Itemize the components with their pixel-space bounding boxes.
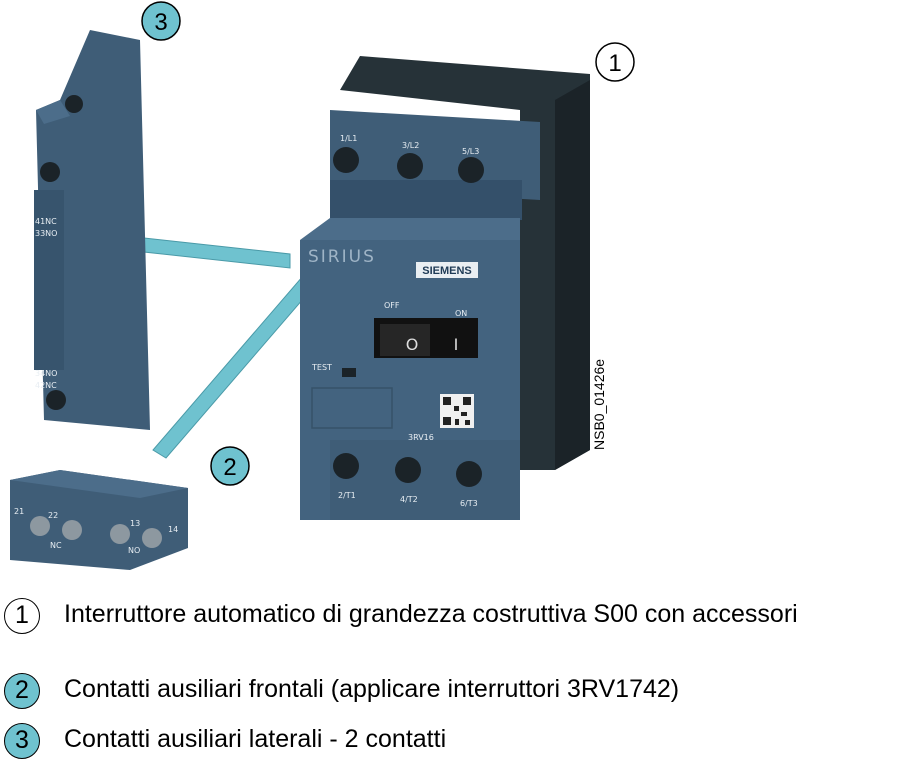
front-group-nc: NC: [50, 541, 62, 550]
on-label: ON: [455, 309, 467, 318]
brand-plate: [416, 262, 478, 278]
side-label-bottom-1: 34NO: [35, 369, 57, 378]
legend-item-1: 1 Interruttore automatico di grandezza c…: [0, 596, 915, 640]
test-button[interactable]: [342, 368, 356, 377]
svg-text:1: 1: [608, 50, 621, 77]
model-label: 3RV16: [408, 433, 434, 442]
legend-text-1: Interruttore automatico di grandezza cos…: [64, 600, 798, 628]
legend-badge-1: 1: [4, 598, 40, 634]
bottom-terminal-1: 2/T1: [338, 491, 356, 500]
top-terminal-1: 1/L1: [340, 134, 357, 143]
bottom-terminal-3: 6/T3: [460, 499, 478, 508]
bottom-terminal-2: 4/T2: [400, 495, 418, 504]
figure-code: NSB0_01426e: [591, 359, 607, 450]
legend-badge-3: 3: [4, 723, 40, 759]
callout-3: 3: [141, 1, 181, 41]
front-auxiliary-contact: 21 22 13 14 NC NO: [10, 470, 188, 570]
legend-text-2: Contatti ausiliari frontali (applicare i…: [64, 675, 680, 703]
callout-1: 1: [595, 42, 635, 82]
side-label-bottom-2: 42NC: [35, 381, 57, 390]
front-terminal-22: 22: [48, 511, 58, 520]
rocker-switch[interactable]: O I: [374, 318, 478, 358]
svg-text:2: 2: [223, 454, 236, 481]
legend-badge-2: 2: [4, 673, 40, 709]
legend-item-3: 3 Contatti ausiliari laterali - 2 contat…: [0, 721, 915, 765]
side-auxiliary-contact: 41NC 33NO 34NO 42NC: [34, 30, 150, 430]
front-terminal-screws: [30, 516, 162, 548]
series-label: SIRIUS: [308, 247, 376, 267]
front-terminal-13: 13: [130, 519, 140, 528]
legend-text-3: Contatti ausiliari laterali - 2 contatti: [64, 725, 447, 753]
top-terminal-screws: [333, 147, 484, 183]
front-terminal-21: 21: [14, 507, 24, 516]
side-connector-bar: [143, 237, 291, 269]
brand-logo: SIEMENS: [422, 265, 472, 277]
circuit-breaker: 1/L1 3/L2 5/L3 SIRIUS SIEMENS OFF ON O I…: [300, 56, 590, 520]
top-terminal-3: 5/L3: [462, 147, 479, 156]
front-terminal-14: 14: [168, 525, 178, 534]
test-label: TEST: [311, 363, 332, 372]
qr-code: [440, 394, 474, 428]
legend-item-2: 2 Contatti ausiliari frontali (applicare…: [0, 671, 915, 715]
off-symbol: O: [406, 335, 419, 354]
front-group-no: NO: [128, 546, 140, 555]
label-area: [311, 387, 393, 429]
product-illustration: 1/L1 3/L2 5/L3 SIRIUS SIEMENS OFF ON O I…: [10, 1, 635, 570]
on-symbol: I: [454, 335, 459, 354]
bottom-terminal-screws: [333, 453, 482, 487]
svg-text:3: 3: [154, 9, 167, 36]
off-label: OFF: [384, 301, 400, 310]
top-terminal-2: 3/L2: [402, 141, 419, 150]
callout-2: 2: [210, 446, 250, 486]
side-label-top-2: 33NO: [35, 229, 57, 238]
side-label-top-1: 41NC: [35, 217, 57, 226]
